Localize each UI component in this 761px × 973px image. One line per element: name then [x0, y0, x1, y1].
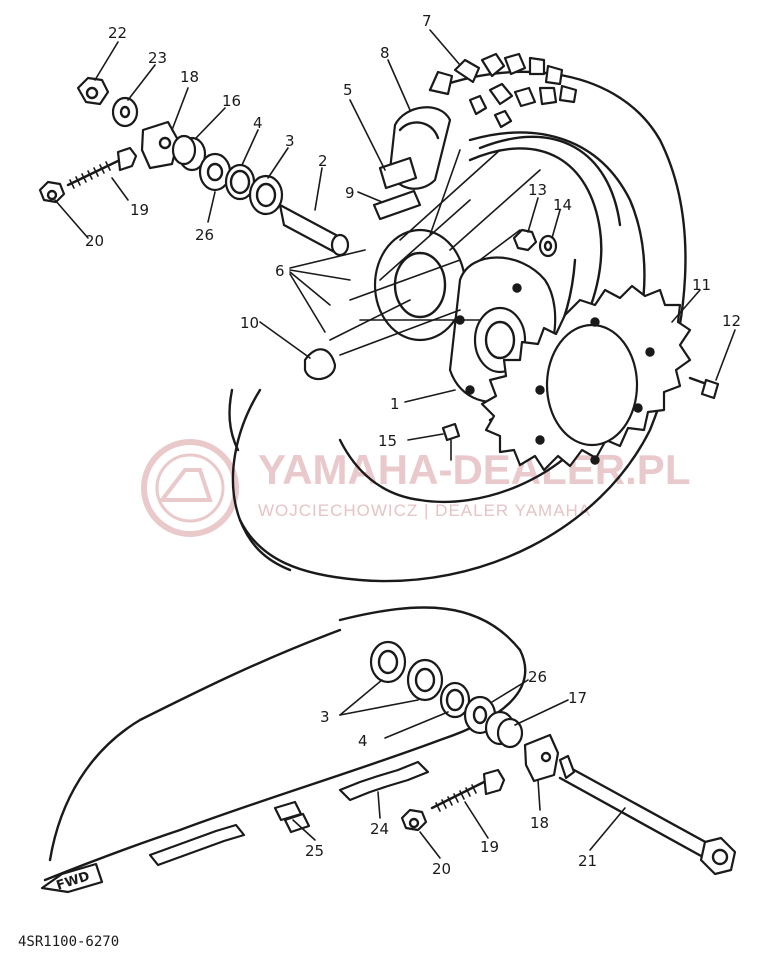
callout-18: 18 [180, 68, 199, 86]
callout-26b: 26 [528, 668, 547, 686]
axle-nut-22 [76, 76, 110, 106]
callout-labels: 22 23 18 16 4 3 2 26 19 20 5 8 7 9 6 10 … [85, 12, 741, 878]
callout-19b: 19 [480, 838, 499, 856]
callout-22: 22 [108, 24, 127, 42]
tire-tread-knobs [428, 52, 578, 129]
collar-17 [484, 710, 524, 749]
diagram-code: 4SR1100-6270 [18, 934, 119, 950]
watermark-subtitle: WOJCIECHOWICZ | DEALER YAMAHA [258, 501, 591, 520]
callout-2: 2 [318, 152, 328, 170]
nut-20-right [400, 808, 428, 832]
adjust-plate-18-right [523, 733, 560, 783]
valve-cap-15 [441, 422, 461, 461]
callout-10: 10 [240, 314, 259, 332]
callout-9: 9 [345, 184, 355, 202]
drive-chain [43, 606, 527, 882]
callout-3: 3 [285, 132, 295, 150]
watermark: YAMAHA-DEALER.PL WOJCIECHOWICZ | DEALER … [141, 439, 690, 537]
spokes [329, 149, 541, 356]
right-side-parts [369, 640, 737, 876]
callout-20: 20 [85, 232, 104, 250]
callout-1: 1 [390, 395, 400, 413]
adjust-plate-18 [140, 120, 180, 170]
sprocket-bolt-12 [688, 376, 720, 400]
watermark-brand: YAMAHA-DEALER.PL [258, 446, 690, 493]
bearing-3 [248, 174, 284, 216]
master-link-25 [273, 800, 311, 834]
callout-13: 13 [528, 181, 547, 199]
callout-24: 24 [370, 820, 389, 838]
callout-17: 17 [568, 689, 587, 707]
callout-12: 12 [722, 312, 741, 330]
collar-16 [171, 134, 207, 172]
callout-15: 15 [378, 432, 397, 450]
sprocket-nuts-13-14 [512, 228, 558, 258]
callout-21: 21 [578, 852, 597, 870]
callout-11: 11 [692, 276, 711, 294]
adjust-bolt-19-right [430, 768, 506, 812]
callout-4b: 4 [358, 732, 368, 750]
callout-25: 25 [305, 842, 324, 860]
callout-6: 6 [275, 262, 285, 280]
adjust-bolt-19 [66, 146, 138, 189]
callout-8: 8 [380, 44, 390, 62]
callout-23: 23 [148, 49, 167, 67]
circlip-4-right [439, 681, 471, 719]
sprocket-11 [480, 284, 692, 472]
nut-20 [38, 180, 66, 204]
callout-18b: 18 [530, 814, 549, 832]
left-side-parts [38, 76, 350, 257]
callout-3b: 3 [320, 708, 330, 726]
washer-23 [111, 96, 139, 128]
callout-7: 7 [422, 12, 432, 30]
tube-and-rim-band [303, 106, 452, 381]
tire [228, 52, 687, 583]
spacer-2 [278, 203, 350, 257]
bearing-3-right [369, 640, 444, 702]
chain-links-24 [148, 760, 430, 867]
callout-19: 19 [130, 201, 149, 219]
callout-4: 4 [253, 114, 263, 132]
callout-16: 16 [222, 92, 241, 110]
leader-lines [54, 29, 736, 859]
callout-14: 14 [553, 196, 572, 214]
axle-21 [558, 754, 737, 876]
callout-20b: 20 [432, 860, 451, 878]
callout-26: 26 [195, 226, 214, 244]
callout-5: 5 [343, 81, 353, 99]
